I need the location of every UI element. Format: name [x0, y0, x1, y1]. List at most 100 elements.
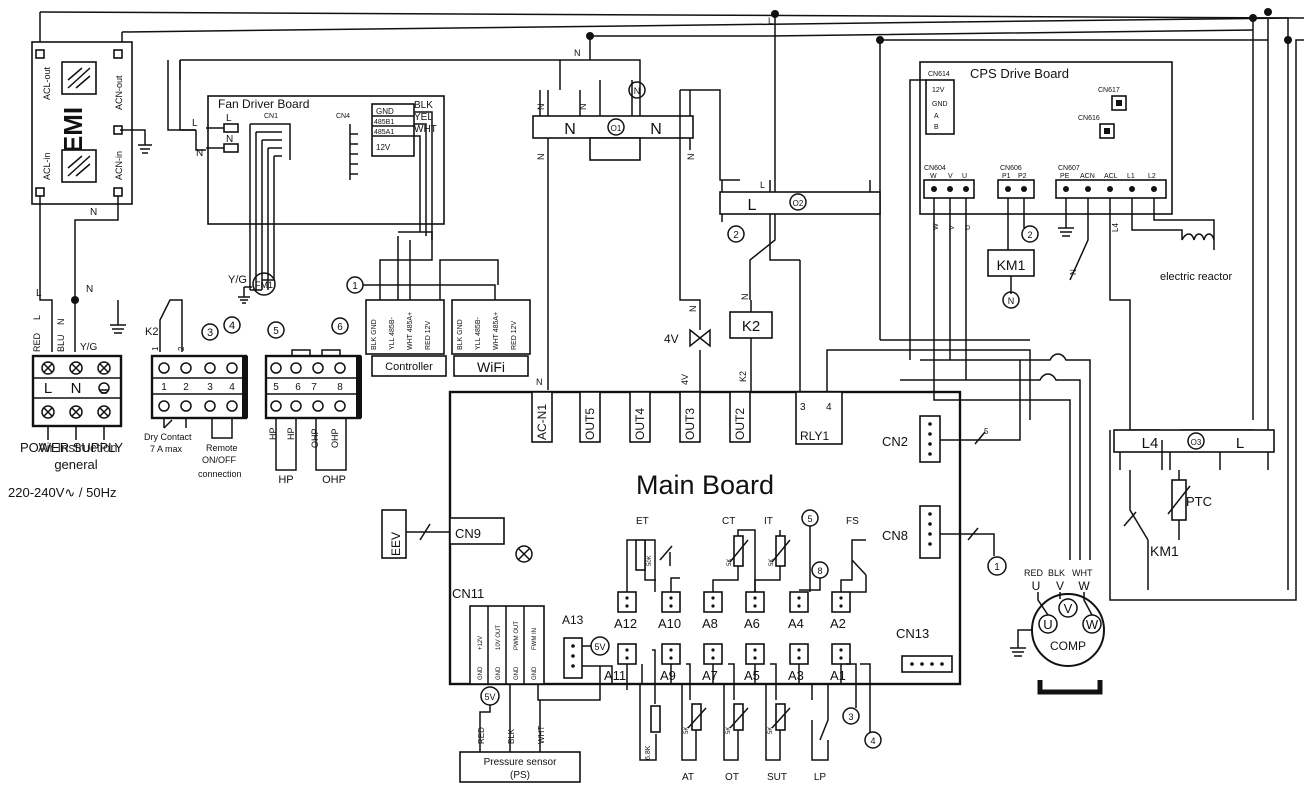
svg-text:L: L [748, 197, 757, 214]
svg-text:PTC: PTC [1186, 494, 1212, 509]
svg-text:GND: GND [478, 666, 484, 680]
svg-text:BLU: BLU [56, 334, 66, 352]
svg-text:P2: P2 [1018, 173, 1027, 180]
connector-a10: A10 [658, 591, 681, 631]
svg-text:N: N [1008, 296, 1015, 306]
connector-a1: A1 [830, 643, 851, 683]
svg-text:L: L [44, 380, 52, 397]
svg-text:A4: A4 [788, 616, 804, 631]
svg-text:KM1: KM1 [1150, 543, 1179, 559]
connector-a11: A11 [604, 643, 637, 683]
voltage-label: 220-240V∿ / 50Hz [8, 485, 116, 500]
svg-text:5: 5 [273, 326, 279, 337]
svg-text:connection: connection [198, 469, 242, 479]
svg-text:V: V [1056, 579, 1064, 593]
svg-text:N: N [196, 148, 203, 159]
emi-title: EMI [58, 107, 88, 153]
svg-text:5K: 5K [727, 559, 733, 566]
cps-drive-board: CPS Drive Board CN614 12V GND A B CN617 … [909, 61, 1232, 430]
svg-text:K2: K2 [742, 318, 760, 335]
l-terminal-block: L O2 2 L L [680, 16, 881, 300]
svg-text:YLL 485B-: YLL 485B- [389, 317, 396, 350]
pressure-sensor-title: Pressure sensor [484, 757, 557, 768]
svg-text:RED: RED [32, 332, 42, 352]
fan-driver-board: Fan Driver Board CN1 CN4 L N GND 485B1 4… [206, 95, 445, 304]
connector-a9: A9 [660, 643, 681, 683]
svg-text:8: 8 [337, 382, 343, 393]
svg-text:5: 5 [984, 427, 989, 436]
svg-text:4: 4 [229, 320, 235, 332]
svg-text:GND: GND [932, 101, 948, 108]
svg-text:2: 2 [177, 346, 186, 351]
svg-text:CN606: CN606 [1000, 165, 1022, 172]
svg-text:OHP: OHP [330, 428, 340, 448]
svg-text:A3: A3 [788, 668, 804, 683]
svg-text:P1: P1 [1002, 173, 1011, 180]
emi-to-power-wires: L N N L N [36, 118, 206, 352]
svg-text:FWM IN: FWM IN [532, 628, 538, 650]
svg-text:4V: 4V [680, 374, 690, 385]
svg-text:A10: A10 [658, 616, 681, 631]
controller-wifi: 1 BLK GND YLL 485B- WHT 485A+ RED 12V BL… [346, 276, 531, 377]
crossover-wires [880, 339, 1253, 560]
svg-text:FM1: FM1 [255, 280, 273, 290]
svg-text:U: U [1043, 617, 1052, 632]
svg-text:A5: A5 [744, 668, 760, 683]
svg-text:LP: LP [814, 772, 827, 783]
svg-text:Dry Contact: Dry Contact [144, 432, 192, 442]
svg-text:3: 3 [207, 327, 213, 339]
svg-text:V: V [949, 225, 956, 230]
svg-text:L: L [226, 113, 232, 124]
svg-text:WHT: WHT [537, 726, 546, 744]
svg-text:1: 1 [161, 382, 167, 393]
svg-text:N: N [688, 306, 698, 313]
svg-text:BLK GND: BLK GND [371, 319, 378, 350]
svg-text:1: 1 [151, 346, 160, 351]
svg-text:A11: A11 [604, 668, 626, 683]
svg-text:YEL: YEL [414, 112, 433, 123]
svg-text:L: L [192, 118, 198, 129]
svg-text:A2: A2 [830, 616, 846, 631]
svg-text:OUT3: OUT3 [683, 408, 697, 440]
svg-text:CN617: CN617 [1098, 87, 1120, 94]
svg-text:7: 7 [311, 382, 317, 393]
svg-text:CT: CT [722, 516, 735, 527]
svg-text:O3: O3 [1191, 438, 1202, 447]
svg-text:N: N [634, 86, 641, 96]
svg-text:OHP: OHP [310, 428, 320, 448]
svg-text:HP: HP [278, 474, 293, 486]
svg-text:ACL: ACL [1104, 173, 1118, 180]
svg-text:485A1: 485A1 [374, 129, 394, 136]
svg-text:IT: IT [764, 516, 773, 527]
power-supply-terminal: RED L BLU N Y/G L N POWER SUPPLY Air Ins… [8, 315, 123, 500]
comp-label: COMP [1050, 639, 1086, 653]
svg-text:A7: A7 [702, 668, 718, 683]
svg-text:CN614: CN614 [928, 71, 950, 78]
controller-label: Controller [385, 361, 433, 373]
svg-text:N: N [226, 134, 233, 145]
svg-text:YLL 485B-: YLL 485B- [475, 317, 482, 350]
svg-text:U: U [965, 225, 972, 230]
k2-relay-4v-valve: K2 N K2 4V N 4V [664, 90, 801, 392]
svg-text:12V: 12V [376, 143, 391, 152]
svg-text:5K: 5K [769, 559, 775, 566]
svg-text:V: V [1064, 601, 1073, 616]
electric-reactor-label: electric reactor [1160, 271, 1232, 283]
svg-text:+12V: +12V [478, 636, 484, 650]
svg-text:B: B [934, 124, 939, 131]
svg-text:4V: 4V [664, 332, 679, 346]
svg-text:6.8K: 6.8K [645, 745, 652, 760]
svg-text:CN2: CN2 [882, 434, 908, 449]
l4-l-relay-block: L4 O3 L PTC KM1 [1113, 429, 1275, 590]
svg-text:4: 4 [826, 402, 832, 413]
svg-text:K2: K2 [145, 326, 158, 338]
svg-text:L: L [36, 288, 42, 299]
svg-text:RED 12V: RED 12V [425, 320, 432, 350]
svg-text:ACL-in: ACL-in [42, 152, 52, 180]
svg-text:CN4: CN4 [336, 113, 350, 120]
main-board: Main Board AC-N1 OUT5 OUT4 OUT3 OUT2 N 3… [381, 349, 1031, 686]
svg-text:CN607: CN607 [1058, 165, 1080, 172]
svg-text:N: N [90, 207, 97, 218]
svg-text:V: V [948, 173, 953, 180]
